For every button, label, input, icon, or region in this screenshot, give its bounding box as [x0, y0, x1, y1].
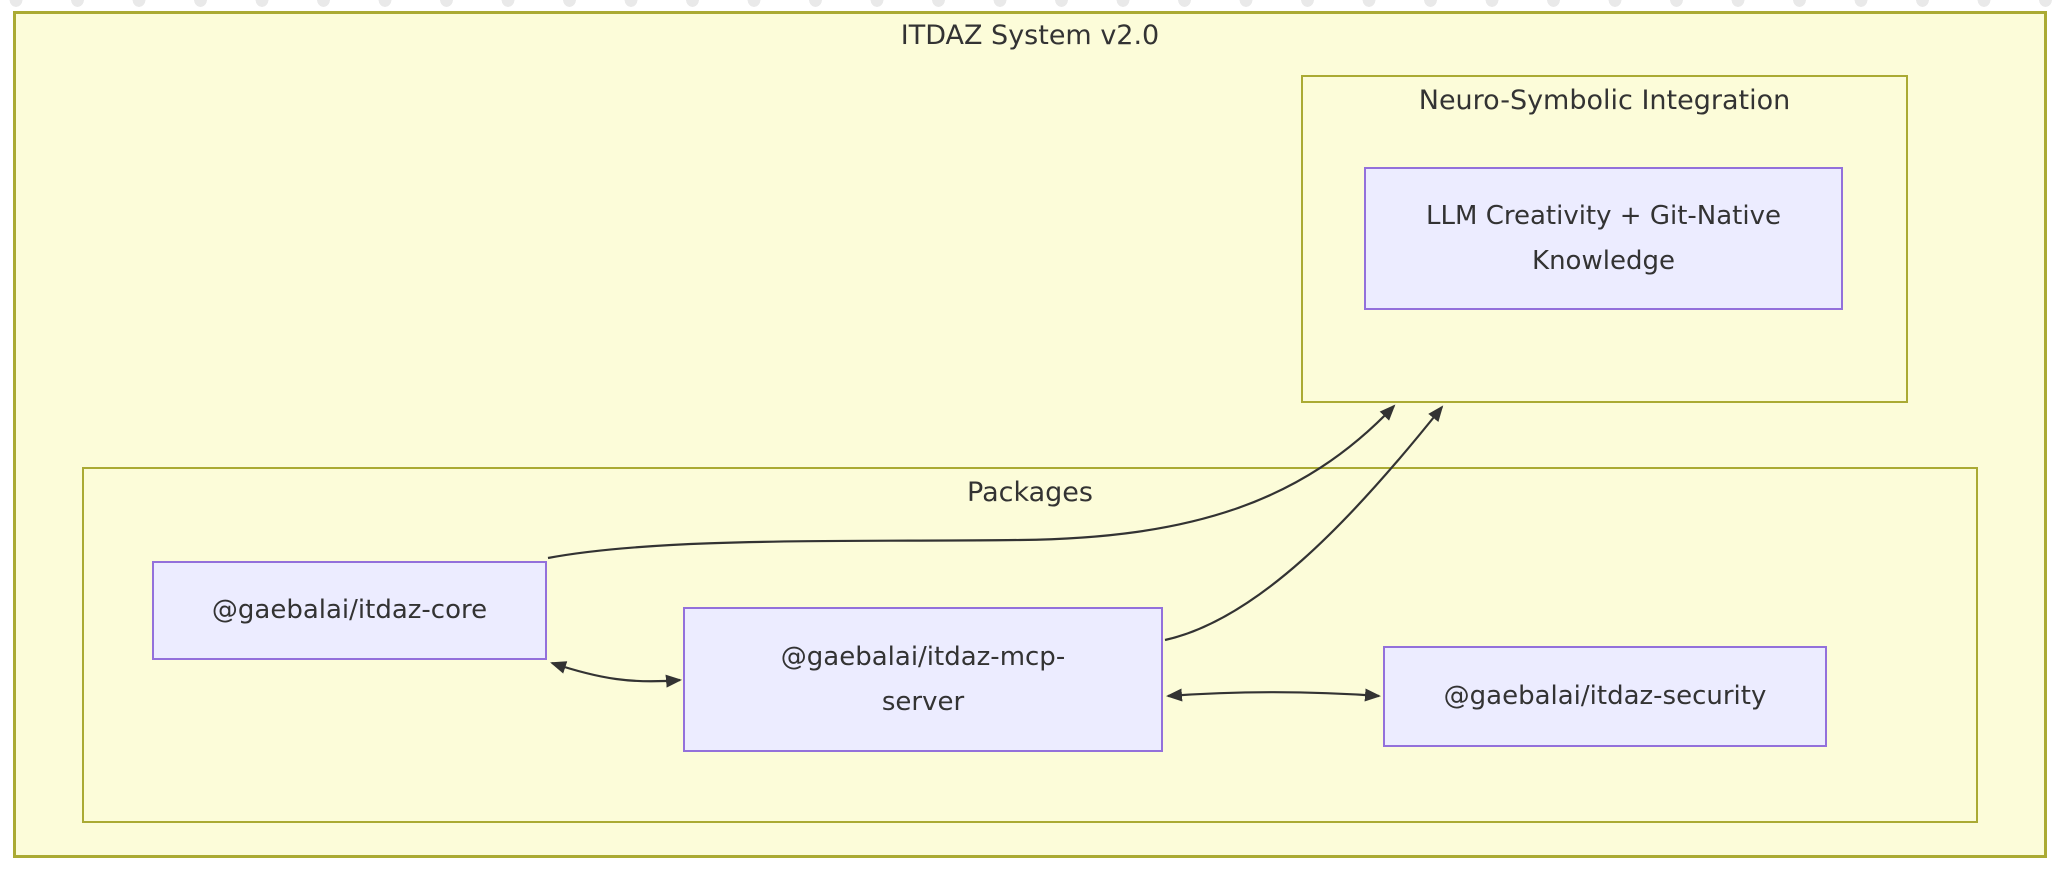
- node-itdaz-core: @gaebalai/itdaz-core: [152, 561, 547, 660]
- node-itdaz-mcp-server: @gaebalai/itdaz-mcp- server: [683, 607, 1163, 752]
- page-dots-decoration: [4, 0, 2054, 8]
- node-itdaz-security-label: @gaebalai/itdaz-security: [1443, 681, 1767, 711]
- node-llm-creativity-line2: Knowledge: [1532, 245, 1675, 276]
- node-itdaz-mcp-server-line2: server: [881, 686, 965, 717]
- cluster-neuro-symbolic-label: Neuro-Symbolic Integration: [1418, 85, 1791, 116]
- node-llm-creativity: LLM Creativity + Git-Native Knowledge: [1364, 167, 1843, 310]
- node-itdaz-mcp-server-line1: @gaebalai/itdaz-mcp-: [780, 641, 1066, 672]
- node-llm-creativity-line1: LLM Creativity + Git-Native: [1426, 200, 1781, 231]
- node-itdaz-security: @gaebalai/itdaz-security: [1383, 646, 1827, 747]
- cluster-packages-label: Packages: [967, 477, 1093, 508]
- node-itdaz-core-label: @gaebalai/itdaz-core: [211, 595, 488, 625]
- diagram-title: ITDAZ System v2.0: [900, 20, 1160, 51]
